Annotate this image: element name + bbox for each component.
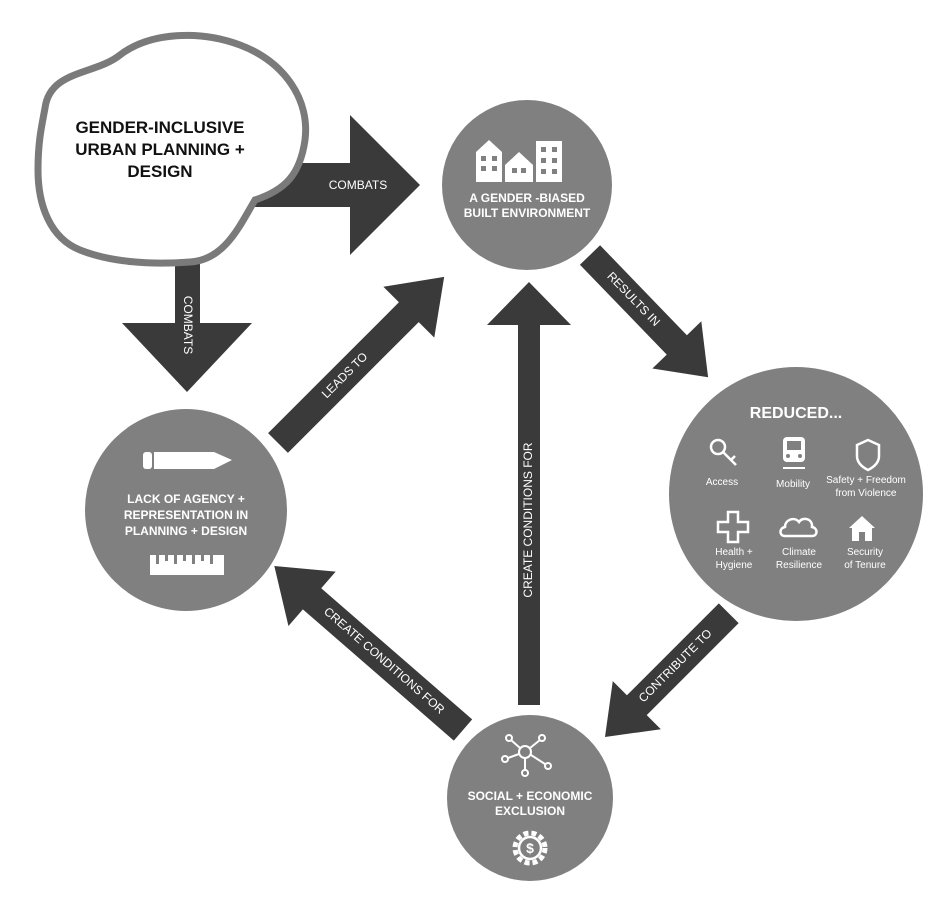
house-icon <box>849 516 875 541</box>
built-environment-line-1: A GENDER -BIASED <box>469 191 585 205</box>
cloud-icon <box>779 517 818 538</box>
buildings-icon <box>476 140 562 182</box>
exclusion-line-2: EXCLUSION <box>495 804 565 818</box>
reduced-item-mobility: Mobility <box>776 479 810 490</box>
reduced-item-health-line-1: Health + <box>715 547 753 558</box>
shield-icon <box>855 438 881 472</box>
reduced-item-safety-line-1: Safety + Freedom <box>826 475 906 486</box>
arrow-results-in: RESULTS IN <box>579 245 709 378</box>
reduced-title: REDUCED... <box>750 405 842 422</box>
node-agency: LACK OF AGENCY + REPRESENTATION IN PLANN… <box>85 409 287 611</box>
arrow-label-combats-down: COMBATS <box>181 296 195 354</box>
reduced-item-health-line-2: Hygiene <box>716 560 753 571</box>
arrow-combats-right: COMBATS <box>225 115 420 255</box>
cloud-line-3: DESIGN <box>127 162 192 181</box>
arrow-label-create-conditions-up: CREATE CONDITIONS FOR <box>521 442 535 597</box>
arrow-create-conditions-up: CREATE CONDITIONS FOR <box>487 282 571 705</box>
arrow-leads-to: LEADS TO <box>268 276 445 453</box>
agency-line-2: REPRESENTATION IN <box>124 508 248 522</box>
reduced-item-access: Access <box>706 477 738 488</box>
arrow-combats-down: COMBATS <box>122 235 252 392</box>
gender-inclusive-cloud: GENDER-INCLUSIVE URBAN PLANNING + DESIGN <box>34 31 310 267</box>
pencil-icon <box>143 452 232 469</box>
arrow-label-combats-right: COMBATS <box>329 178 387 192</box>
node-exclusion: SOCIAL + ECONOMIC EXCLUSION $ <box>447 715 613 881</box>
cloud-line-2: URBAN PLANNING + <box>75 140 245 159</box>
node-built-environment: A GENDER -BIASED BUILT ENVIRONMENT <box>442 100 612 270</box>
built-environment-line-2: BUILT ENVIRONMENT <box>464 206 591 220</box>
reduced-item-security-line-1: Security <box>847 547 883 558</box>
cloud-line-1: GENDER-INCLUSIVE <box>75 118 244 137</box>
dollar-gear-icon: $ <box>512 830 548 866</box>
agency-line-1: LACK OF AGENCY + <box>127 492 245 506</box>
arrow-label-contribute-to: CONTRIBUTE TO <box>636 626 715 705</box>
arrow-create-conditions-left: CREATE CONDITIONS FOR <box>274 565 473 741</box>
exclusion-line-1: SOCIAL + ECONOMIC <box>468 789 593 803</box>
reduced-item-climate-line-1: Climate <box>782 547 816 558</box>
reduced-item-climate-line-2: Resilience <box>776 560 823 571</box>
arrow-label-create-conditions-left: CREATE CONDITIONS FOR <box>321 604 448 717</box>
train-icon <box>783 437 805 469</box>
network-icon <box>501 734 552 777</box>
reduced-item-safety-line-2: from Violence <box>836 488 897 499</box>
reduced-item-security-line-2: of Tenure <box>844 560 886 571</box>
medical-cross-icon <box>716 510 750 544</box>
arrow-contribute-to: CONTRIBUTE TO <box>605 603 739 737</box>
ruler-icon <box>150 555 224 575</box>
key-icon <box>709 438 737 466</box>
svg-text:$: $ <box>526 840 534 856</box>
node-reduced: REDUCED... Access Mobility Safety + Free… <box>669 367 923 621</box>
agency-line-3: PLANNING + DESIGN <box>125 524 247 538</box>
